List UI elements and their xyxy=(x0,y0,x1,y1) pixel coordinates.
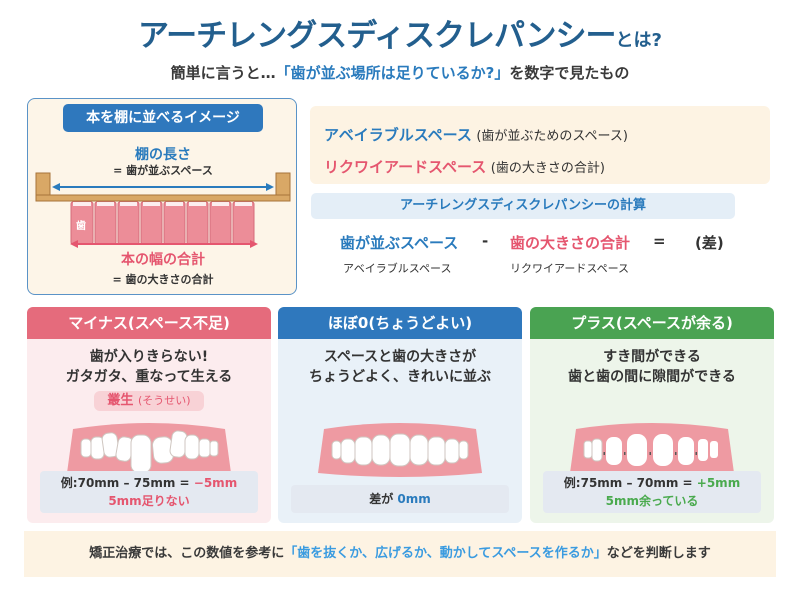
formula-left-sub: アベイラブルスペース xyxy=(343,262,452,275)
formula-right-sub: リクワイアードスペース xyxy=(510,262,630,275)
available-space-desc: (歯が並ぶためのスペース) xyxy=(476,129,628,144)
card-plus-desc: すき間ができる 歯と歯の間に隙間ができる xyxy=(530,347,774,387)
minus-example-formula: 例:70mm – 75mm = xyxy=(60,476,194,490)
available-space-term: アベイラブルスペース xyxy=(324,126,472,144)
card-zero-line2: ちょうどよく、きれいに並ぶ xyxy=(309,369,491,385)
book-total-sub: = 歯の大きさの合計 xyxy=(112,273,214,286)
crowding-term: 叢生 xyxy=(107,393,134,408)
card-minus-line2: ガタガタ、重なって生える xyxy=(65,369,233,385)
page-subtitle: 簡単に言うと…「歯が並ぶ場所は足りているか?」を数字で見たもの xyxy=(0,62,800,83)
card-plus-header: プラス(スペースが余る) xyxy=(530,307,774,339)
definition-available: アベイラブルスペース (歯が並ぶためのスペース) xyxy=(324,120,756,152)
crowding-tag: 叢生 (そうせい) xyxy=(94,391,204,411)
shelf-badge: 本を棚に並べるイメージ xyxy=(63,104,263,132)
zero-example-value: 0mm xyxy=(397,492,431,506)
required-space-desc: (歯の大きさの合計) xyxy=(490,161,605,176)
aligned-teeth-icon xyxy=(318,423,482,477)
card-minus-desc: 歯が入りきらない! ガタガタ、重なって生える xyxy=(27,347,271,387)
formula-equals: = xyxy=(653,232,666,250)
minus-example-value: −5mm xyxy=(193,476,238,490)
plus-example-value: +5mm xyxy=(696,476,741,490)
definitions-box: アベイラブルスペース (歯が並ぶためのスペース) リクワイアードスペース (歯の… xyxy=(310,106,770,184)
card-plus-example: 例:75mm – 70mm = +5mm 5mm余っている xyxy=(543,471,761,513)
card-plus-line1: すき間ができる xyxy=(603,349,701,365)
footer-note: 矯正治療では、この数値を参考に「歯を抜くか、広げるか、動かしてスペースを作るか」… xyxy=(24,531,776,577)
calculation-formula: 歯が並ぶスペース - 歯の大きさの合計 = (差) xyxy=(340,232,760,254)
formula-minus: - xyxy=(482,232,489,250)
calculation-banner: アーチレングスディスクレパンシーの計算 xyxy=(311,193,735,219)
shelf-length-label: 棚の長さ xyxy=(135,147,191,163)
minus-example-note: 5mm足りない xyxy=(108,494,190,508)
subtitle-highlight: 「歯が並ぶ場所は足りているか?」 xyxy=(275,64,510,82)
spaced-teeth-icon xyxy=(570,423,734,477)
subtitle-pre: 簡単に言うと… xyxy=(170,64,276,82)
card-zero-example: 差が 0mm xyxy=(291,485,509,513)
crowded-teeth-icon xyxy=(67,423,231,477)
book-total-label: 本の幅の合計 xyxy=(121,252,205,268)
card-zero-desc: スペースと歯の大きさが ちょうどよく、きれいに並ぶ xyxy=(278,347,522,387)
card-zero-line1: スペースと歯の大きさが xyxy=(323,349,477,365)
zero-example-label: 差が xyxy=(369,492,398,506)
page-title: アーチレングスディスクレパンシーとは? xyxy=(0,10,800,55)
formula-result: (差) xyxy=(695,234,724,252)
shelf-length-sub: = 歯が並ぶスペース xyxy=(113,164,213,177)
plus-example-formula: 例:75mm – 70mm = xyxy=(563,476,697,490)
crowding-reading: (そうせい) xyxy=(137,394,191,407)
required-space-term: リクワイアードスペース xyxy=(324,158,487,176)
card-minus: マイナス(スペース不足) 歯が入りきらない! ガタガタ、重なって生える 叢生 (… xyxy=(27,307,271,523)
book-tooth-label: 歯 xyxy=(76,219,86,232)
title-main: アーチレングスディスクレパンシー xyxy=(138,18,617,54)
title-suffix: とは? xyxy=(615,30,662,51)
footer-post: などを判断します xyxy=(606,546,711,561)
definition-required: リクワイアードスペース (歯の大きさの合計) xyxy=(324,152,756,184)
shelf-illustration-panel: 本を棚に並べるイメージ 棚の長さ = 歯が並ぶスペース xyxy=(27,98,297,295)
card-zero: ほぼ0(ちょうどよい) スペースと歯の大きさが ちょうどよく、きれいに並ぶ 差が… xyxy=(278,307,522,523)
formula-left-term: 歯が並ぶスペース xyxy=(340,234,459,252)
footer-highlight: 「歯を抜くか、広げるか、動かしてスペースを作るか」 xyxy=(284,546,607,561)
card-minus-line1: 歯が入りきらない! xyxy=(89,349,209,365)
plus-example-note: 5mm余っている xyxy=(605,494,699,508)
book-width-arrow-icon xyxy=(70,240,258,248)
footer-pre: 矯正治療では、この数値を参考に xyxy=(89,546,285,561)
card-plus-line2: 歯と歯の間に隙間ができる xyxy=(568,369,736,385)
card-zero-header: ほぼ0(ちょうどよい) xyxy=(278,307,522,339)
card-plus: プラス(スペースが余る) すき間ができる 歯と歯の間に隙間ができる 例:75mm… xyxy=(530,307,774,523)
bookshelf-icon: 歯 xyxy=(35,172,291,245)
formula-right-term: 歯の大きさの合計 xyxy=(510,234,631,252)
card-minus-header: マイナス(スペース不足) xyxy=(27,307,271,339)
card-minus-example: 例:70mm – 75mm = −5mm 5mm足りない xyxy=(40,471,258,513)
subtitle-post: を数字で見たもの xyxy=(509,64,630,82)
